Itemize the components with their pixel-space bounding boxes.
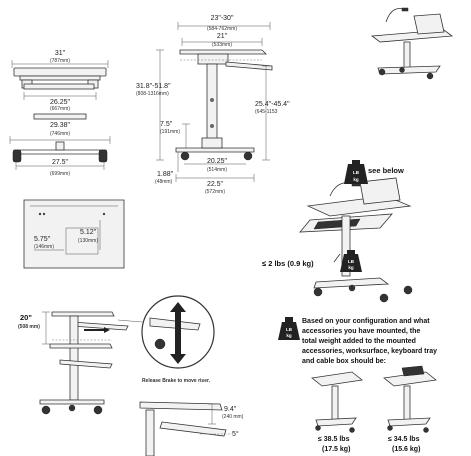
shelf-height-mm-label: (191mm) [160,129,180,135]
width-base-inner-mm-label: (699mm) [50,171,70,177]
height-range-mm-label: (808-1316mm) [136,91,169,97]
tray-tilt-label: 5° [232,430,239,438]
config-a-weight-kg: (17.5 kg) [322,446,350,453]
base-outer-mm-label: (572mm) [205,189,225,195]
surface-range-mm-label: (584-762mm) [207,26,237,32]
caster-mm-label: (48mm) [155,179,173,185]
brake-detail [117,295,215,369]
caster-label: 1.88" [157,171,174,178]
base-inner-label: 20.25" [207,158,228,165]
config-a-weight: ≤ 38.5 lbs [318,436,350,443]
width-base-inner-label: 27.5" [52,159,69,166]
base-inner-mm-label: (514mm) [207,167,227,173]
svg-text:kg: kg [353,177,359,182]
lift-cart-drawing [39,311,129,415]
height-range-label: 31.8"-51.8" [136,83,171,90]
see-below-label: see below [368,166,404,175]
surface-depth-label: 21" [217,33,228,40]
width-mid-mm-label: (667mm) [50,106,70,112]
weight-badge-instructions: LB kg [278,317,300,340]
weight-instructions: Based on your configuration and what acc… [302,318,439,365]
tray-angle-label: 9.4" [224,406,237,413]
keyboard-range-label: 25.4"-45.4" [255,101,290,108]
plate-dim-a-label: 5.12" [80,229,97,236]
front-view-drawing [9,60,111,170]
shelf-height-label: 7.5" [160,121,173,128]
svg-text:kg: kg [286,333,292,338]
plate-dim-a-mm-label: (130mm) [78,238,98,244]
width-top-label: 31" [55,50,66,57]
width-base-outer-label: 29.38" [50,122,71,129]
keyboard-weight-label: ≤ 2 lbs (0.9 kg) [262,259,314,268]
tray-drawing [139,401,232,456]
config-b-weight: ≤ 34.5 lbs [388,436,420,443]
config-b-weight-kg: (15.6 kg) [392,446,420,453]
loaded-cart-illustration [299,177,413,303]
surface-range-label: 23"-30" [211,15,234,22]
plate-dim-b-mm-label: (146mm) [34,244,54,250]
plate-dim-b-label: 5.75" [34,236,51,243]
svg-text:kg: kg [348,265,354,270]
keyboard-range-mm-label: (645-1153 [255,109,278,115]
base-outer-label: 22.5" [207,181,224,188]
config-b-cart [383,365,437,433]
side-view-drawing [156,22,273,182]
width-top-mm-label: (787mm) [50,58,70,64]
lift-travel-label: 20" [20,313,32,322]
lift-travel-mm-label: (508 mm) [18,324,40,330]
cart-small-illustration [370,7,454,80]
weight-badge-top: LB kg [344,160,368,184]
width-mid-label: 26.25" [50,99,71,106]
config-a-cart [311,371,363,433]
weight-badge-keyboard: LB kg [340,250,362,272]
brake-label: Release Brake to move riser. [142,378,211,384]
surface-depth-mm-label: (533mm) [212,42,232,48]
mount-plate-drawing [23,199,125,269]
svg-text:LB: LB [353,170,360,175]
svg-text:LB: LB [286,327,293,332]
svg-text:LB: LB [348,259,355,264]
tray-angle-mm-label: (240 mm) [222,414,244,420]
width-base-outer-mm-label: (746mm) [50,131,70,137]
